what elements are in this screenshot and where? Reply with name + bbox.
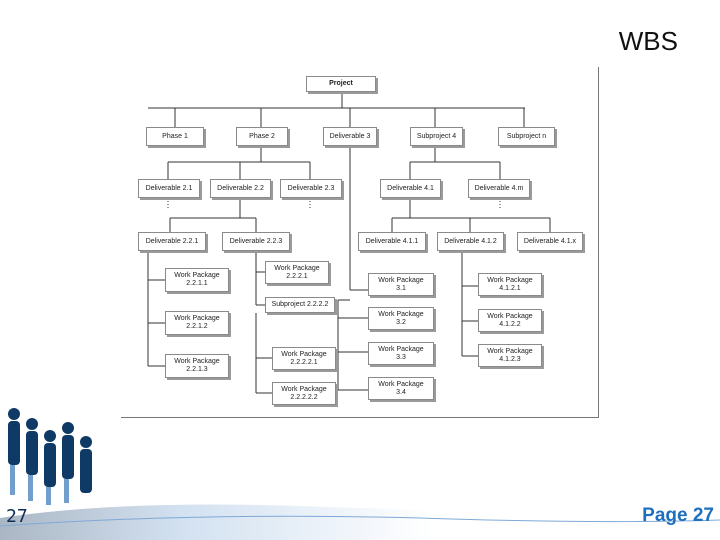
wbs-subproject-2-2-2-2: Subproject 2.2.2.2 [265, 297, 335, 313]
footer-band [0, 504, 720, 540]
wp-label: Work Package [281, 385, 327, 393]
wbs-node-subproject-n: Subproject n [498, 127, 555, 146]
page-number-label: Page 27 [642, 505, 714, 526]
wp-code: 4.1.2.3 [499, 355, 521, 363]
wbs-node-deliverable-3: Deliverable 3 [323, 127, 377, 146]
wp-label: Work Package [174, 272, 220, 279]
wp-code: 3.2 [396, 318, 406, 326]
wbs-node-deliverable-4-1-1: Deliverable 4.1.1 [358, 232, 426, 251]
wbs-node-deliverable-4-1-x: Deliverable 4.1.x [517, 232, 583, 251]
wp-label: Work Package [378, 276, 424, 284]
wbs-node-deliverable-2-2-1: Deliverable 2.2.1 [138, 232, 206, 251]
wp-label: Work Package [487, 276, 533, 284]
wp-label: Work Package [281, 350, 327, 358]
wp-code: 4.1.2.2 [499, 320, 521, 328]
wp-code: 4.1.2.1 [499, 284, 521, 292]
wp-label: Work Package [274, 264, 320, 272]
wbs-node-phase-2: Phase 2 [236, 127, 288, 146]
slide-title: WBS [618, 26, 678, 56]
business-people-silhouette-icon [8, 408, 92, 505]
wp-label: Work Package [487, 347, 533, 355]
wbs-node-phase-1: Phase 1 [146, 127, 204, 146]
wp-code: 3.4 [396, 388, 406, 396]
wp-code: 3.1 [396, 284, 406, 292]
wbs-node-deliverable-2-2: Deliverable 2.2 [210, 179, 271, 198]
wbs-diagram-frame [121, 67, 599, 418]
wp-label: Work Package [378, 310, 424, 318]
wp-code: 2.2.2.2.1 [290, 358, 318, 366]
wbs-node-deliverable-2-1: Deliverable 2.1 [138, 179, 200, 198]
wbs-node-project: Project [306, 76, 376, 92]
wp-label: Work Package [487, 312, 533, 320]
wbs-node-subproject-4: Subproject 4 [410, 127, 463, 146]
wbs-node-deliverable-2-2-3: Deliverable 2.2.3 [222, 232, 290, 251]
wp-label: Work Package [378, 380, 424, 388]
wp-label: Work Package [174, 358, 220, 365]
wp-label: Work Package [378, 345, 424, 353]
wbs-node-deliverable-4-m: Deliverable 4.m [468, 179, 530, 198]
wp-code: 2.2.1.2 [186, 323, 208, 330]
wbs-node-deliverable-4-1: Deliverable 4.1 [380, 179, 441, 198]
wp-code: 2.2.1.1 [186, 280, 208, 287]
wbs-node-deliverable-2-3: Deliverable 2.3 [280, 179, 342, 198]
wp-code: 2.2.1.3 [186, 366, 208, 373]
slide-number: 27 [6, 506, 28, 527]
wp-code: 2.2.2.1 [286, 272, 308, 280]
wp-code: 3.3 [396, 353, 406, 361]
wbs-node-deliverable-4-1-2: Deliverable 4.1.2 [437, 232, 504, 251]
wp-label: Work Package [174, 315, 220, 322]
wp-code: 2.2.2.2.2 [290, 393, 318, 401]
